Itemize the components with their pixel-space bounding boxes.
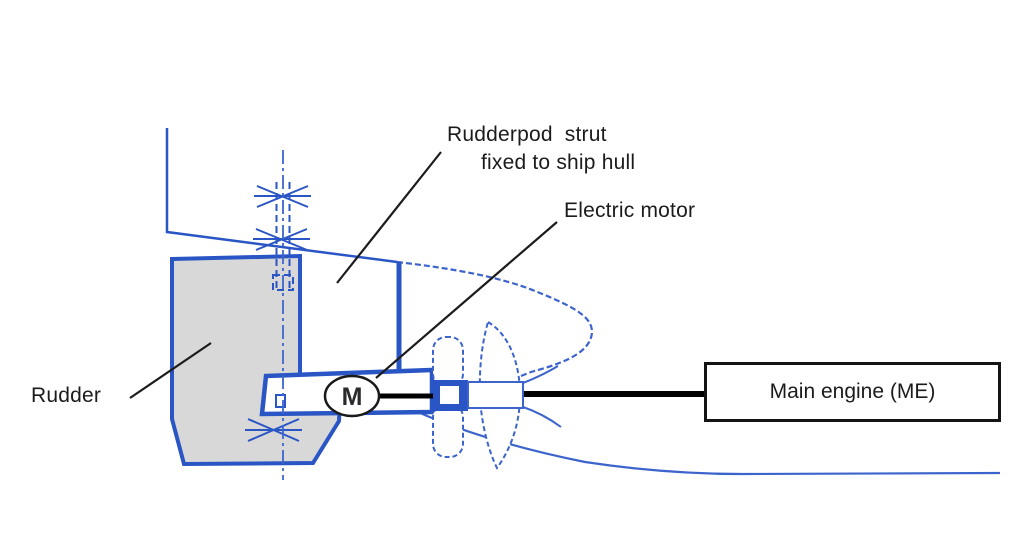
label-main-engine: Main engine (ME)	[769, 380, 936, 403]
stern-bulb-outline	[396, 260, 594, 384]
motor-circle: M	[323, 374, 381, 418]
motor-symbol: M	[342, 383, 363, 411]
label-rudderpod-strut-line2: fixed to ship hull	[481, 151, 636, 174]
propeller-hub	[433, 380, 468, 411]
leader-line-rudder	[129, 342, 212, 399]
label-rudder: Rudder	[31, 384, 102, 407]
stern-tube	[467, 381, 524, 409]
bearing-mark-middle	[253, 228, 310, 251]
rudder-shape	[170, 253, 344, 467]
label-rudderpod-strut-line1: Rudderpod strut	[447, 123, 607, 146]
leader-line-rudderpod-strut	[336, 151, 442, 284]
main-engine-box: Main engine (ME)	[704, 362, 1001, 422]
bossing-flare-lower	[522, 406, 562, 428]
bearing-mark-lower	[245, 418, 302, 442]
propeller-blade-upper	[432, 336, 464, 388]
label-electric-motor: Electric motor	[564, 199, 696, 222]
propeller-blade-lower	[432, 403, 464, 458]
stock-foot-glyph	[275, 394, 286, 408]
bossing-flare-upper	[522, 365, 559, 384]
hull-outline	[165, 128, 398, 264]
leader-line-electric-motor	[375, 221, 558, 379]
